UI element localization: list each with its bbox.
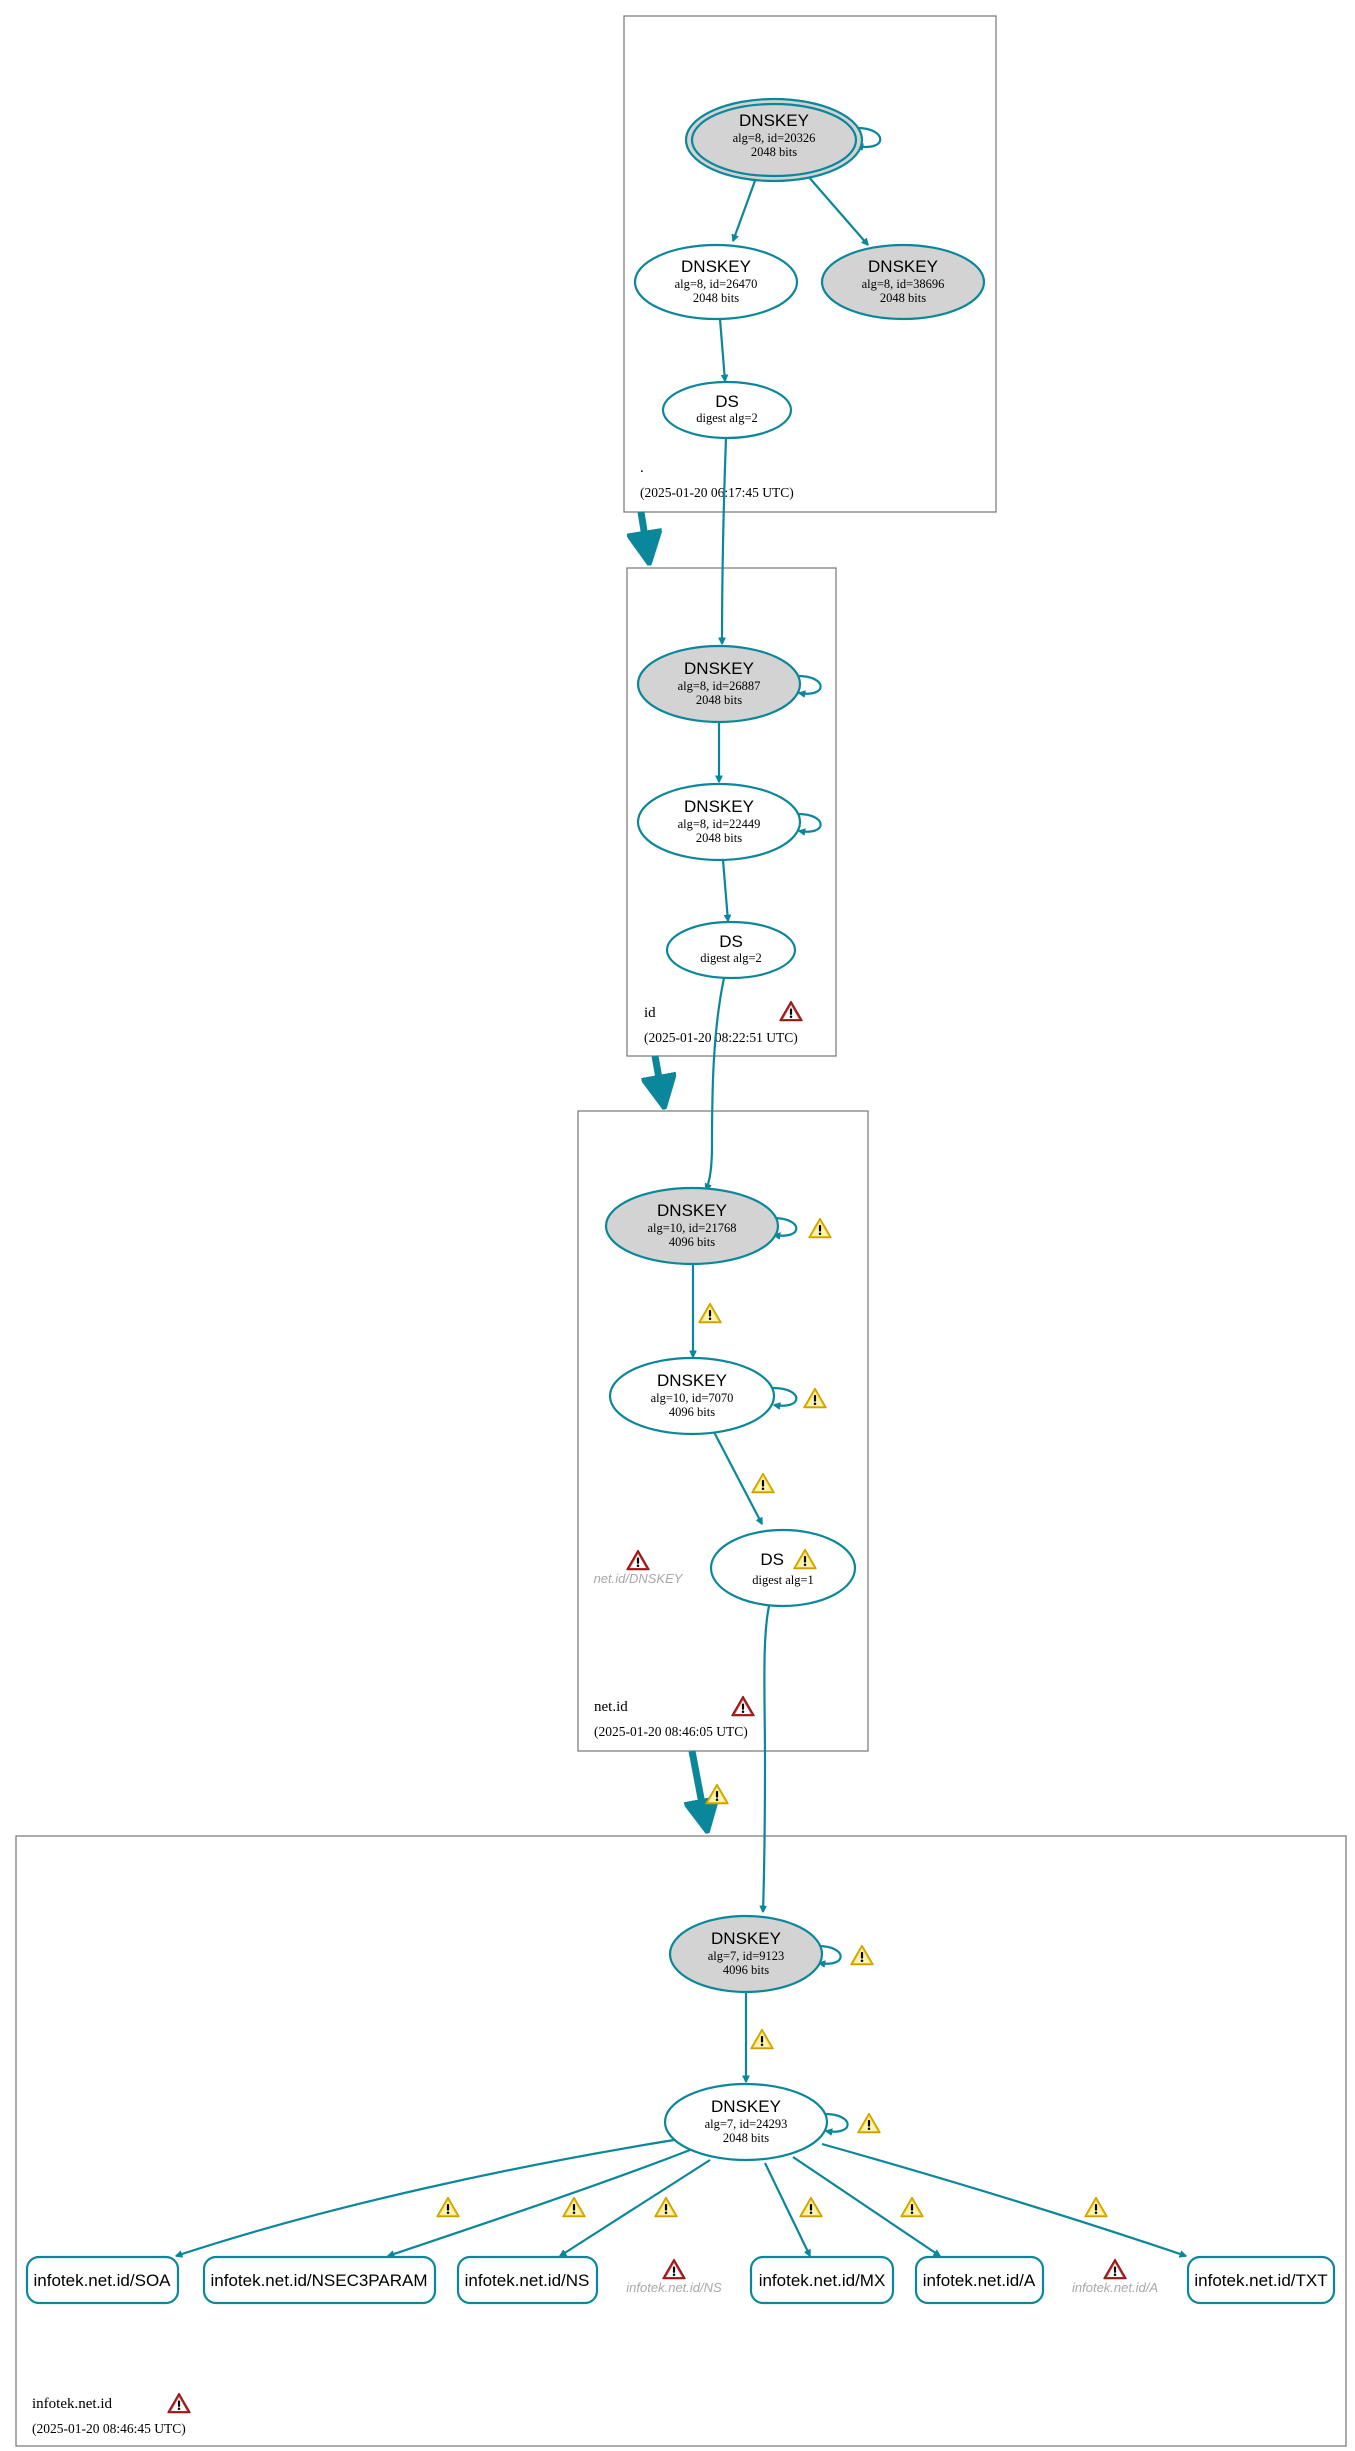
edge-id-ds-to-netid-ksk xyxy=(706,977,726,1190)
zone-id-timestamp: (2025-01-20 08:22:51 UTC) xyxy=(644,1030,798,1045)
rr-soa[interactable]: infotek.net.id/SOA xyxy=(25,2255,180,2305)
edge-inf-ksk-self xyxy=(818,1944,842,1964)
edge-root-ds-to-id-ksk xyxy=(722,436,728,644)
zone-root-timestamp: (2025-01-20 06:17:45 UTC) xyxy=(640,485,794,500)
edge-netid-zsk-self xyxy=(773,1386,798,1406)
node-netid-zsk-title: DNSKEY xyxy=(657,1371,727,1390)
edge-inf-zsk-self xyxy=(825,2112,849,2132)
node-netid-zsk-line2: 4096 bits xyxy=(669,1405,715,1419)
node-netid-ds-line1: digest alg=1 xyxy=(752,1573,814,1587)
node-inf-ksk-line1: alg=7, id=9123 xyxy=(708,1949,785,1963)
delegation-id-to-netid xyxy=(655,1055,664,1106)
rr-mx-label: infotek.net.id/MX xyxy=(759,2271,886,2290)
node-inf-zsk-line2: 2048 bits xyxy=(723,2131,769,2145)
node-netid-zsk-line1: alg=10, id=7070 xyxy=(651,1391,734,1405)
node-netid-ksk-line2: 4096 bits xyxy=(669,1235,715,1249)
zone-netid-name: net.id xyxy=(594,1699,628,1715)
edge-inf-zsk-to-soa xyxy=(176,2138,675,2256)
ghost-netid-dnskey: net.id/DNSKEY xyxy=(594,1571,684,1586)
node-inf-zsk-title: DNSKEY xyxy=(711,2097,781,2116)
node-netid-ksk-line1: alg=10, id=21768 xyxy=(647,1221,736,1235)
edge-inf-zsk-to-a xyxy=(792,2156,940,2257)
delegation-netid-to-infotek xyxy=(692,1750,707,1830)
node-root-key3-line2: 2048 bits xyxy=(880,291,926,305)
rr-ns[interactable]: infotek.net.id/NS xyxy=(456,2255,599,2305)
node-id-ksk-title: DNSKEY xyxy=(684,659,754,678)
zone-root-name: . xyxy=(640,460,644,476)
rr-a[interactable]: infotek.net.id/A xyxy=(914,2255,1045,2305)
edge-id-ksk-self xyxy=(798,674,822,694)
zone-infotek-timestamp: (2025-01-20 08:46:45 UTC) xyxy=(32,2421,186,2436)
node-root-zsk-line1: alg=8, id=26470 xyxy=(675,277,758,291)
node-netid-ds-title: DS xyxy=(760,1550,784,1569)
node-root-ksk-line1: alg=8, id=20326 xyxy=(733,131,816,145)
edge-inf-zsk-to-ns xyxy=(560,2159,711,2257)
node-inf-zsk-line1: alg=7, id=24293 xyxy=(705,2117,788,2131)
edge-netid-zsk-to-ds xyxy=(713,1431,763,1524)
node-id-zsk[interactable]: DNSKEY alg=8, id=22449 2048 bits xyxy=(636,782,802,862)
rr-a-label: infotek.net.id/A xyxy=(923,2271,1036,2290)
rr-txt-label: infotek.net.id/TXT xyxy=(1194,2271,1327,2290)
node-inf-zsk[interactable]: DNSKEY alg=7, id=24293 2048 bits xyxy=(663,2082,829,2162)
rr-nsec3param-label: infotek.net.id/NSEC3PARAM xyxy=(211,2271,428,2290)
edge-inf-zsk-to-nsec3param xyxy=(388,2148,691,2256)
edge-inf-zsk-to-mx xyxy=(764,2162,811,2256)
node-id-ds[interactable]: DS digest alg=2 xyxy=(665,920,797,980)
edge-root-ksk-to-key3 xyxy=(806,174,868,245)
edge-id-zsk-to-ds xyxy=(721,859,728,921)
zone-id-name: id xyxy=(644,1005,656,1021)
warning-icon[interactable] xyxy=(705,1783,729,1805)
ghost-inf-ns: infotek.net.id/NS xyxy=(626,2280,722,2295)
edge-root-zsk-to-ds xyxy=(718,318,725,381)
rr-ns-label: infotek.net.id/NS xyxy=(465,2271,590,2290)
edge-netid-ksk-self xyxy=(773,1216,798,1236)
delegation-root-to-id xyxy=(641,511,649,562)
node-id-ksk[interactable]: DNSKEY alg=8, id=26887 2048 bits xyxy=(636,644,802,724)
node-netid-zsk[interactable]: DNSKEY alg=10, id=7070 4096 bits xyxy=(608,1356,776,1436)
edge-inf-zsk-to-txt xyxy=(821,2142,1186,2256)
node-id-zsk-title: DNSKEY xyxy=(684,797,754,816)
node-root-ds-title: DS xyxy=(715,392,739,411)
node-root-zsk[interactable]: DNSKEY alg=8, id=26470 2048 bits xyxy=(633,243,799,321)
node-root-ksk-title: DNSKEY xyxy=(739,111,809,130)
node-netid-ds[interactable]: DS digest alg=1 xyxy=(709,1528,857,1608)
node-id-ds-line1: digest alg=2 xyxy=(700,951,762,965)
node-inf-ksk-title: DNSKEY xyxy=(711,1929,781,1948)
node-root-key3[interactable]: DNSKEY alg=8, id=38696 2048 bits xyxy=(820,243,986,321)
rr-mx[interactable]: infotek.net.id/MX xyxy=(749,2255,895,2305)
zone-infotek-name: infotek.net.id xyxy=(32,2396,112,2412)
node-netid-ksk-title: DNSKEY xyxy=(657,1201,727,1220)
node-id-zsk-line2: 2048 bits xyxy=(696,831,742,845)
node-id-ds-title: DS xyxy=(719,932,743,951)
zone-netid-timestamp: (2025-01-20 08:46:05 UTC) xyxy=(594,1724,748,1739)
node-netid-ksk[interactable]: DNSKEY alg=10, id=21768 4096 bits xyxy=(604,1186,780,1266)
node-id-zsk-line1: alg=8, id=22449 xyxy=(678,817,761,831)
node-root-ksk-line2: 2048 bits xyxy=(751,145,797,159)
node-inf-ksk-line2: 4096 bits xyxy=(723,1963,769,1977)
edge-netid-ds-to-inf-ksk xyxy=(763,1605,771,1912)
node-root-zsk-line2: 2048 bits xyxy=(693,291,739,305)
node-root-key3-line1: alg=8, id=38696 xyxy=(862,277,945,291)
node-id-ksk-line1: alg=8, id=26887 xyxy=(678,679,761,693)
node-id-ksk-line2: 2048 bits xyxy=(696,693,742,707)
node-root-key3-title: DNSKEY xyxy=(868,257,938,276)
edge-root-ksk-self xyxy=(857,126,882,147)
ghost-inf-a: infotek.net.id/A xyxy=(1072,2280,1158,2295)
node-root-ds-line1: digest alg=2 xyxy=(696,411,758,425)
node-root-ds[interactable]: DS digest alg=2 xyxy=(661,380,793,440)
node-inf-ksk[interactable]: DNSKEY alg=7, id=9123 4096 bits xyxy=(668,1914,824,1994)
rr-nsec3param[interactable]: infotek.net.id/NSEC3PARAM xyxy=(202,2255,437,2305)
rr-soa-label: infotek.net.id/SOA xyxy=(33,2271,171,2290)
edge-root-ksk-to-zsk xyxy=(733,177,758,241)
edge-id-zsk-self xyxy=(798,812,822,832)
node-root-ksk[interactable]: DNSKEY alg=8, id=20326 2048 bits xyxy=(684,97,864,183)
rr-txt[interactable]: infotek.net.id/TXT xyxy=(1186,2255,1336,2305)
node-root-zsk-title: DNSKEY xyxy=(681,257,751,276)
